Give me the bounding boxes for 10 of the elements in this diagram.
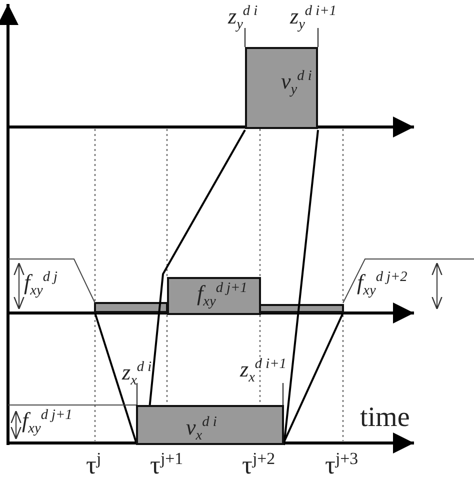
- flow-block: [167, 277, 261, 315]
- flow-block: [245, 47, 318, 129]
- time-mark-label: τ$^{j+2}$: [242, 451, 276, 479]
- time-mark-label: τ$^{j}$: [86, 451, 102, 479]
- time-mark-label: τ$^{j+3}$: [325, 451, 358, 479]
- connector-line: [148, 130, 246, 406]
- flow-block: [136, 405, 284, 445]
- time-mark-label: τ$^{j+1}$: [150, 451, 184, 479]
- axis-label: time: [360, 404, 410, 432]
- connector-line: [283, 130, 319, 446]
